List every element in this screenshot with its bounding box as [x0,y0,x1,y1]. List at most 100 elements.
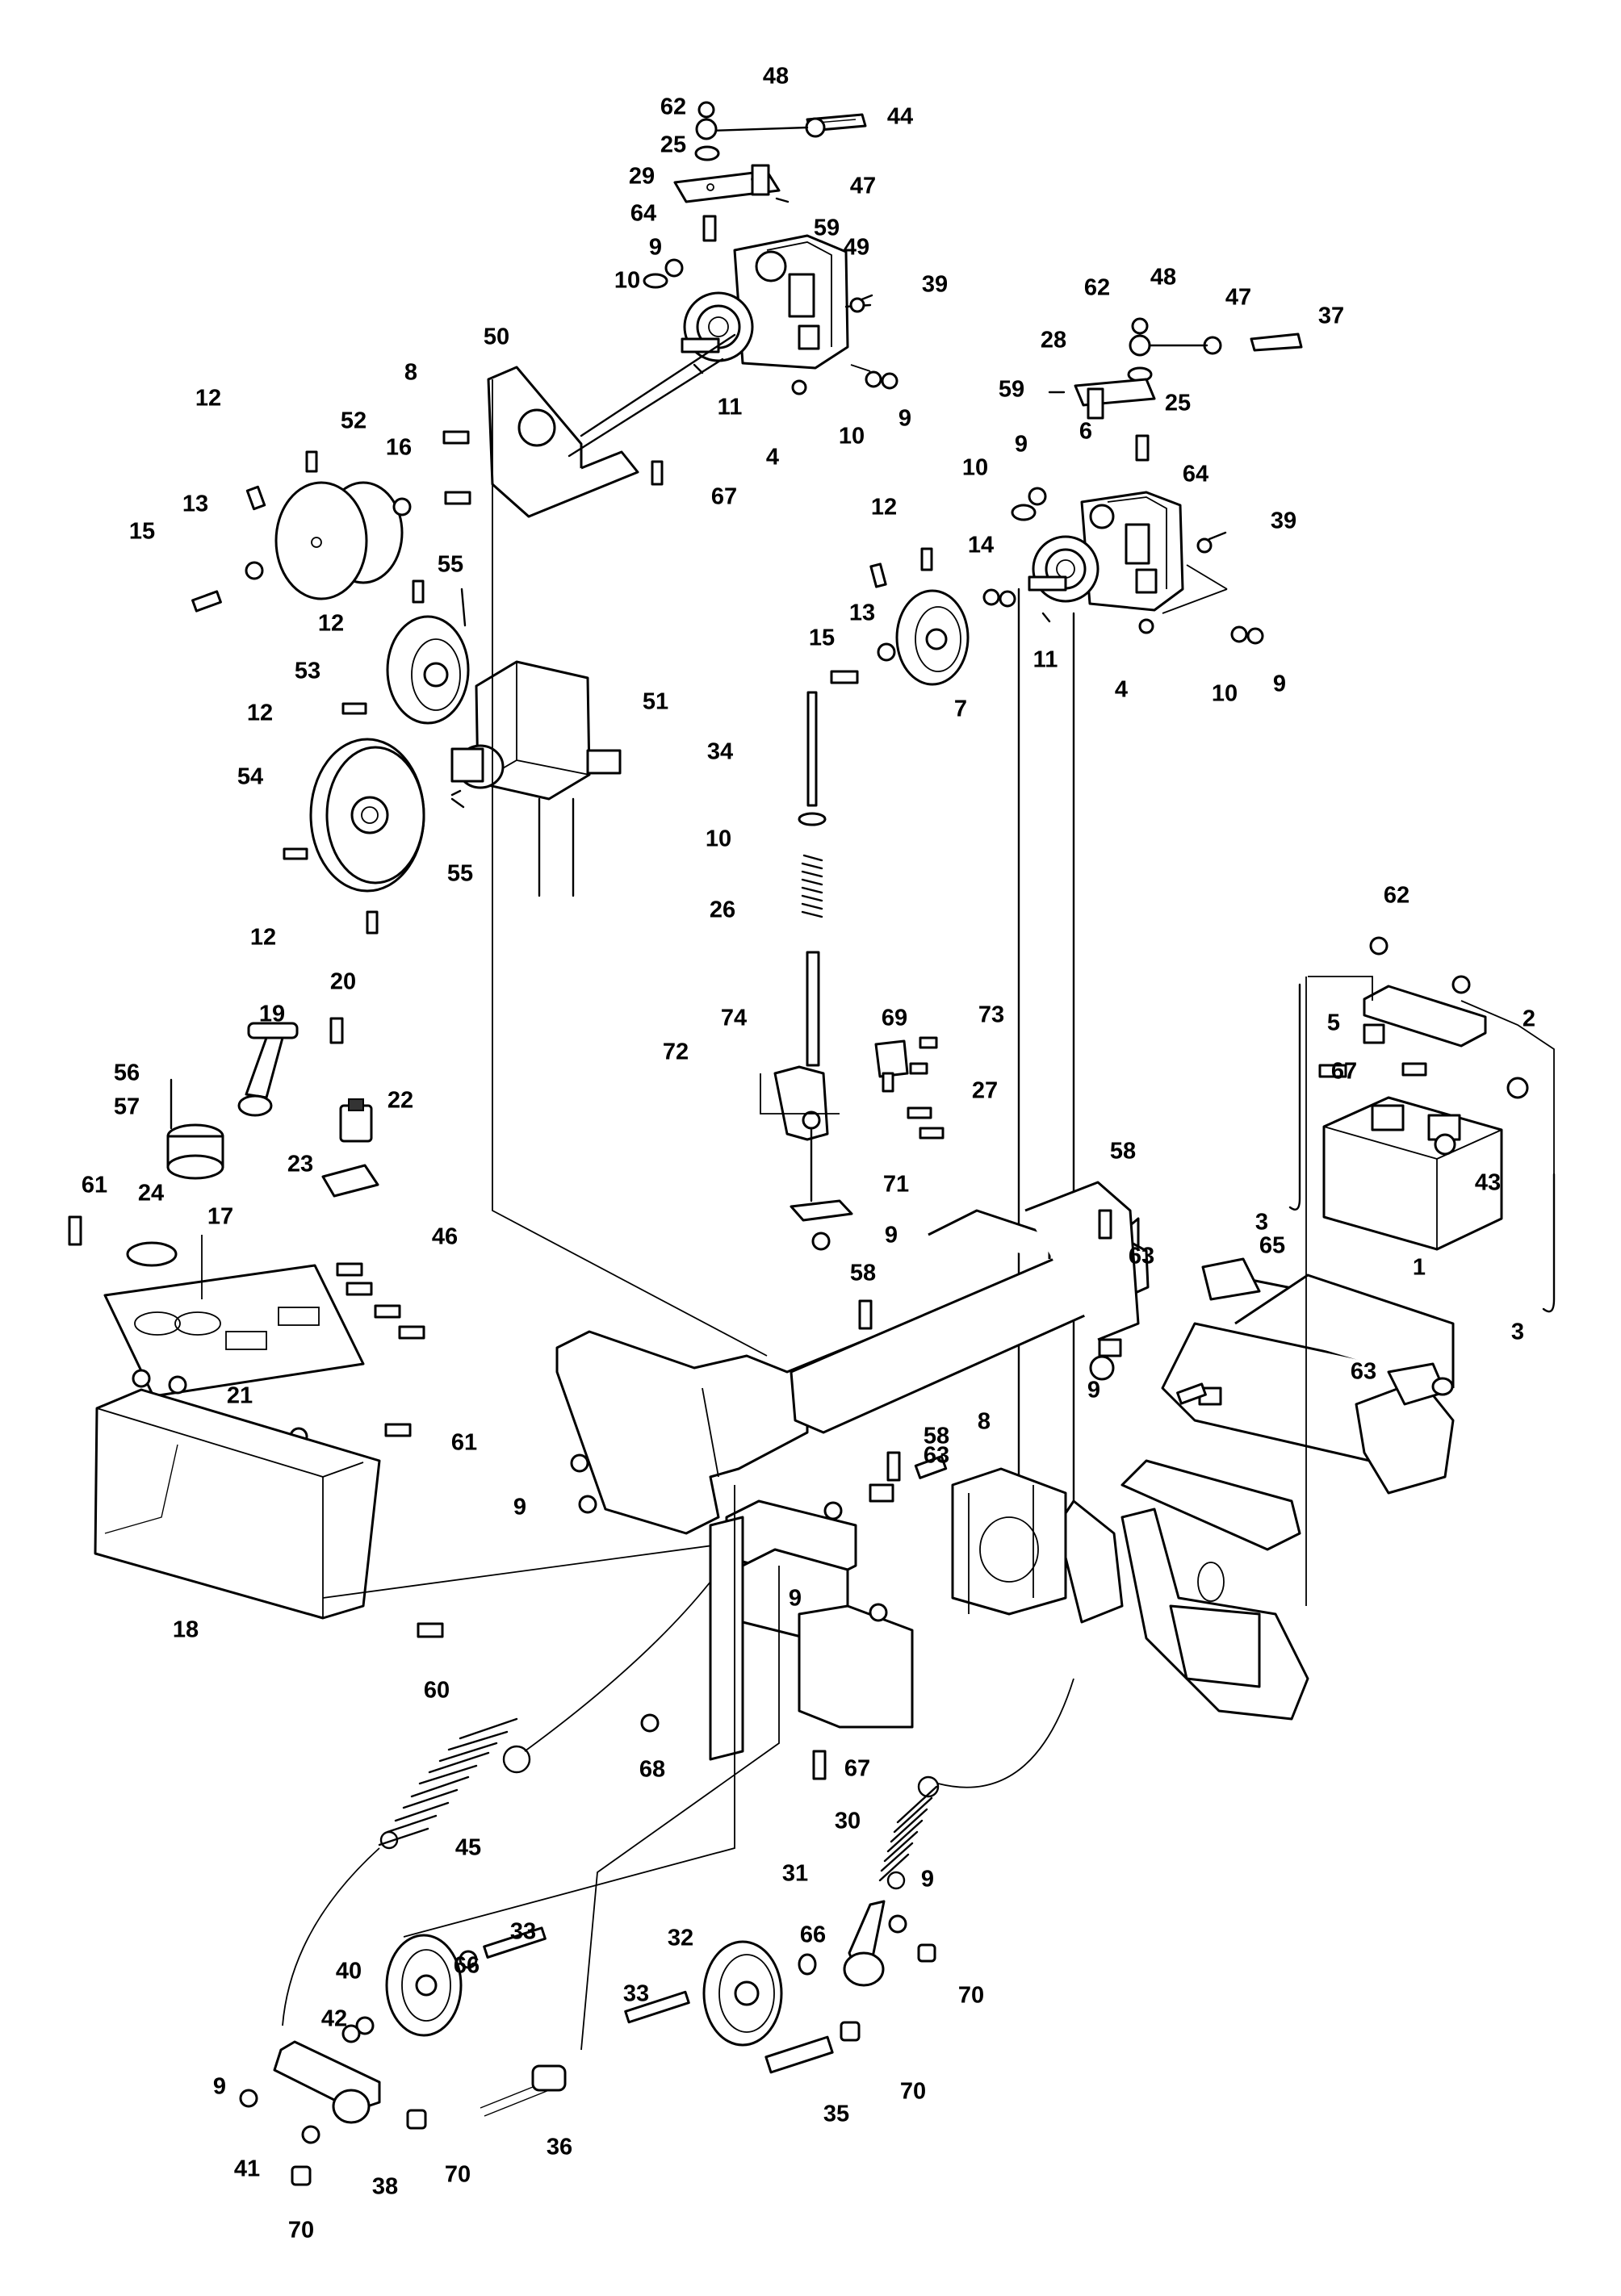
callout: 32 [667,1925,694,1951]
bolt-15 [191,590,222,613]
nut-9b [881,372,898,390]
callout: 28 [1040,327,1067,353]
callout: 8 [977,1408,991,1435]
callout: 5 [1326,1010,1341,1036]
callout: 43 [1474,1169,1502,1196]
rod-34 [806,691,818,807]
tube-74 [806,951,820,1067]
callout: 67 [844,1755,871,1782]
callout: 19 [258,1001,286,1027]
callout: 61 [450,1429,478,1456]
callout: 10 [961,454,989,481]
callout: 15 [808,625,836,651]
callout: 49 [843,234,870,261]
setscrew-12b [245,485,266,511]
bolt-8a [442,430,470,445]
bolt-58a [1098,1209,1112,1240]
nut-62b [1131,317,1149,335]
idler-arm-38 [273,2040,381,2124]
knob-56 [166,1123,224,1180]
callout: 12 [317,610,345,637]
callout: 60 [423,1677,450,1704]
bolt-27b [919,1127,945,1140]
lower-bracket [798,1604,914,1729]
callout: 63 [923,1442,950,1469]
jbolt-3a [1288,983,1301,1211]
callout: 25 [1164,390,1192,416]
callout: 34 [706,738,734,765]
washer-14a [982,588,1000,606]
bolt-58c [886,1451,901,1482]
nut-9i [823,1501,843,1520]
long-leader-1 [492,379,768,1357]
bolt-64 [702,215,717,242]
setscrew-12c [412,579,425,604]
setscrew-12e [283,847,308,860]
callout: 50 [483,324,510,350]
callout: 10 [614,267,641,294]
left-hydro-pump-group [442,101,898,518]
bushing-70d [406,2109,427,2130]
right-hydro-pump-group [830,317,1303,1559]
washer-66a [798,1953,817,1976]
washer-42b [341,2024,361,2043]
callout: 61 [81,1172,108,1198]
pulley-7 [895,589,970,686]
rod-end-48 [695,118,718,140]
key-switch-19 [237,1022,299,1117]
callout: 48 [762,63,790,90]
bolt-60 [417,1622,444,1638]
setscrew-12h [869,562,887,588]
callout: 6 [1079,418,1093,445]
callout: 70 [899,2078,927,2105]
callout: 54 [237,763,264,790]
callout: 36 [546,2134,573,2160]
rod-48 [709,126,809,132]
key-55b [450,797,465,809]
nut-62c [1369,936,1389,956]
setscrew-12a [305,450,318,473]
callout: 55 [446,860,474,887]
terminal-5 [1363,1023,1385,1044]
callout: 53 [294,658,321,684]
callout: 48 [1150,264,1177,291]
screw-73b [909,1062,928,1075]
callout: 39 [921,271,949,298]
nut-21b [168,1375,187,1395]
callout: 9 [788,1585,802,1612]
callout: 9 [884,1222,898,1248]
callout: 44 [886,103,914,130]
bushing-70c [291,2165,312,2186]
washer-14b [999,590,1016,608]
battery-group [1288,936,1556,1313]
callout: 4 [765,444,780,470]
callout: 29 [628,163,656,190]
idler-bracket-housing [951,1467,1067,1616]
callout: 63 [1350,1358,1377,1385]
rear-plate [1234,1273,1455,1388]
nut-21a [132,1369,151,1388]
bolt-61b [384,1423,412,1437]
callout: 70 [444,2161,471,2188]
key-11b [1041,612,1051,623]
callout: 59 [998,376,1025,403]
box-18 [94,1388,381,1620]
bracket-69 [874,1039,909,1093]
callout: 4 [1114,676,1129,703]
setscrew-12g [920,547,933,571]
washer-16 [392,497,412,516]
bracket-72 [760,1065,840,1141]
washer-42a [355,2016,375,2035]
callout: 33 [622,1980,650,2007]
key-55a [460,588,467,627]
leader-40 [403,1485,735,1938]
nut-4b [1138,618,1154,634]
nut-43 [1434,1133,1456,1156]
callout: 67 [710,483,738,510]
bolt-8b [444,491,471,505]
plate-71 [790,1199,853,1222]
bushing-70b [840,2021,861,2042]
callout: 23 [287,1151,314,1177]
nut-9c [1028,487,1047,506]
